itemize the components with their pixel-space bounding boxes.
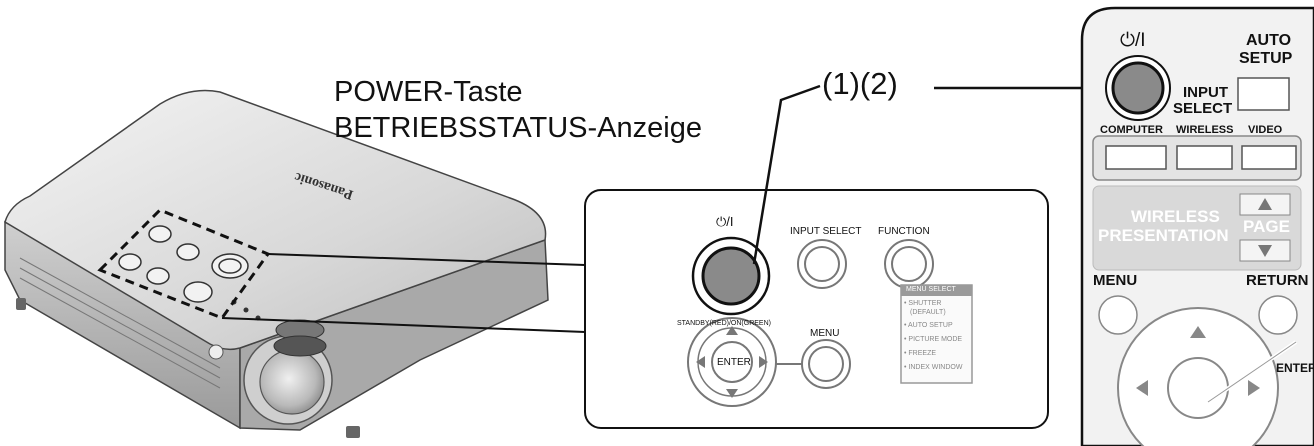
remote-menu-button (1098, 295, 1138, 335)
projector-illustration: Panasonic (4, 89, 549, 438)
remote-computer-label: COMPUTER (1100, 124, 1163, 136)
panel-up-arrow-icon (726, 326, 738, 335)
remote-enter-leader-line-inner (1207, 341, 1297, 403)
remote-input-select-label: INPUT (1183, 84, 1228, 101)
status-indicator-label: BETRIEBSSTATUS-Anzeige (334, 112, 702, 144)
remote-return-button (1258, 295, 1298, 335)
remote-computer-button (1105, 145, 1167, 170)
projector-vents (19, 257, 221, 389)
menu-select-item: • AUTO SETUP (904, 322, 953, 329)
remote-power-label: ⏻/I (1120, 30, 1146, 51)
panel-menu-label: MENU (810, 328, 840, 339)
remote-auto-setup-button (1237, 77, 1290, 111)
remote-page-up-icon (1258, 198, 1272, 210)
panel-enter-label: ENTER (717, 357, 751, 368)
projector-focus-ring (273, 319, 327, 357)
menu-select-item: • INDEX WINDOW (904, 364, 963, 371)
projector-foot (346, 426, 360, 438)
remote-enter-button (1167, 357, 1229, 419)
power-key-label: POWER-Taste (334, 76, 523, 108)
panel-left-arrow-icon (696, 356, 705, 368)
panel-right-arrow-icon (759, 356, 768, 368)
remote-right-arrow-icon (1248, 380, 1260, 396)
callout-line-panel (752, 84, 821, 265)
projector-lens (259, 349, 325, 415)
remote-return-label: RETURN (1246, 272, 1309, 289)
projector-foot (16, 298, 26, 310)
panel-function-button (891, 246, 927, 282)
menu-select-item: • FREEZE (904, 350, 937, 357)
panel-power-button (701, 246, 761, 306)
remote-wireless-presentation-label: PRESENTATION (1098, 226, 1229, 245)
remote-power-button (1111, 61, 1165, 115)
remote-page-label: PAGE (1243, 217, 1290, 236)
panel-standby-note: STANDBY(RED)/ON(GREEN) (677, 320, 771, 327)
panel-input-select-button (804, 246, 840, 282)
remote-menu-label: MENU (1093, 272, 1138, 289)
remote-wireless-presentation-label: WIRELESS (1131, 207, 1220, 226)
remote-page-down-icon (1258, 245, 1272, 257)
menu-select-title-bar (901, 285, 972, 296)
remote-left-arrow-icon (1136, 380, 1148, 396)
projector-ir-sensor (208, 344, 224, 360)
remote-auto-setup-label: AUTO (1246, 32, 1292, 49)
panel-enter-button (711, 341, 753, 383)
callout-number-label: (1)(2) (822, 66, 898, 101)
panel-down-arrow-icon (726, 389, 738, 398)
remote-video-button (1241, 145, 1297, 170)
remote-wireless-button (1176, 145, 1233, 170)
remote-control (1080, 6, 1314, 446)
menu-select-item: • SHUTTER (904, 300, 942, 307)
panel-function-label: FUNCTION (878, 226, 930, 237)
panel-input-select-label: INPUT SELECT (790, 226, 862, 237)
projector-control-buttons (118, 225, 249, 303)
zoom-line-bottom (221, 317, 586, 333)
remote-auto-setup-label: SETUP (1239, 50, 1293, 67)
remote-input-select-label: SELECT (1173, 100, 1233, 117)
control-panel-zoom (584, 189, 1049, 429)
menu-select-item: (DEFAULT) (910, 309, 946, 316)
panel-power-label: ⏻/I (716, 214, 734, 229)
remote-up-arrow-icon (1190, 326, 1206, 338)
panel-menu-button (808, 346, 844, 382)
remote-wireless-label: WIRELESS (1176, 124, 1234, 136)
menu-select-title: MENU SELECT (906, 286, 956, 293)
remote-enter-label: ENTER (1276, 361, 1314, 375)
menu-select-item: • PICTURE MODE (904, 336, 963, 343)
zoom-line-top (267, 253, 586, 266)
remote-video-label: VIDEO (1248, 124, 1283, 136)
